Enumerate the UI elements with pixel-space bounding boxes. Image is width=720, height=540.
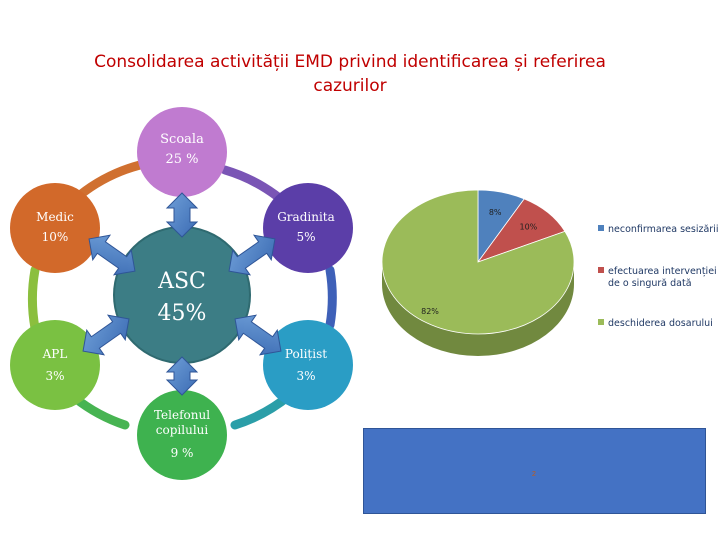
node-apl-value: 3% <box>45 369 64 383</box>
node-telefon-label-1: Telefonul <box>154 408 210 422</box>
legend-swatch-green <box>598 319 604 325</box>
node-politist-label: Polițist <box>285 347 327 361</box>
node-gradinita-label: Gradinita <box>277 210 335 224</box>
pie-value-label-1: 10% <box>519 223 537 232</box>
node-apl: APL 3% <box>10 320 100 410</box>
ring-arc-apl-medic <box>27 265 40 333</box>
node-scoala-value: 25 % <box>165 152 198 167</box>
ring-arc-gradinita-politist <box>325 265 337 330</box>
legend-label-3: deschiderea dosarului <box>608 318 713 329</box>
node-gradinita: Gradinita 5% <box>263 183 353 273</box>
node-telefon-value: 9 % <box>171 446 194 460</box>
node-telefonul-copilului: Telefonul copilului 9 % <box>137 390 227 480</box>
pie-labels: 8% 10% 82% <box>421 208 538 316</box>
note-box: 2 <box>363 428 706 514</box>
legend-item-2: efectuarea intervenției de o singură dat… <box>598 266 717 290</box>
pie-side-2 <box>382 262 574 356</box>
legend-label-2b: de o singură dată <box>608 278 692 289</box>
pie-slice-2 <box>381 189 575 335</box>
title-line-1: Consolidarea activității EMD privind ide… <box>94 52 606 72</box>
arrows <box>82 192 282 396</box>
legend-swatch-blue <box>598 225 604 231</box>
legend-swatch-red <box>598 267 604 273</box>
arrow-apl <box>82 314 130 356</box>
center-value: 45% <box>158 301 207 326</box>
node-gradinita-value: 5% <box>296 230 315 244</box>
node-apl-label: APL <box>42 347 68 361</box>
note-text: 2 <box>532 471 536 478</box>
center-node: ASC 45% <box>113 226 251 364</box>
pie-value-label-0: 8% <box>489 208 502 217</box>
legend-item-3: deschiderea dosarului <box>598 318 713 330</box>
node-medic-label: Medic <box>36 210 74 224</box>
arrow-gradinita <box>228 234 276 276</box>
ring-arc-medic-scoala <box>75 160 145 200</box>
arrow-medic <box>88 234 136 276</box>
arrow-telefon <box>165 356 199 396</box>
arrow-politist <box>234 314 282 356</box>
pie-depth <box>382 262 574 356</box>
ring-arc-telefon-apl <box>70 393 130 430</box>
legend-item-1: neconfirmarea sesizării <box>598 224 718 236</box>
node-politist: Polițist 3% <box>263 320 353 410</box>
arrow-scoala <box>165 192 199 238</box>
pie-value-label-2: 82% <box>421 307 439 316</box>
pie-chart: 8% 10% 82% <box>381 189 575 356</box>
center-label: ASC <box>157 269 206 294</box>
node-politist-value: 3% <box>296 369 315 383</box>
page-title: Consolidarea activității EMD privind ide… <box>40 50 660 98</box>
node-medic: Medic 10% <box>10 183 100 273</box>
node-medic-value: 10% <box>42 230 69 244</box>
node-scoala-label: Scoala <box>160 132 204 147</box>
node-telefon-label-2: copilului <box>156 423 209 437</box>
legend-label-2a: efectuarea intervenției <box>608 266 717 277</box>
node-scoala: Scoala 25 % <box>137 107 227 197</box>
pie-top <box>381 189 575 335</box>
legend-label-1: neconfirmarea sesizării <box>608 224 719 235</box>
title-line-2: cazurilor <box>313 76 387 96</box>
